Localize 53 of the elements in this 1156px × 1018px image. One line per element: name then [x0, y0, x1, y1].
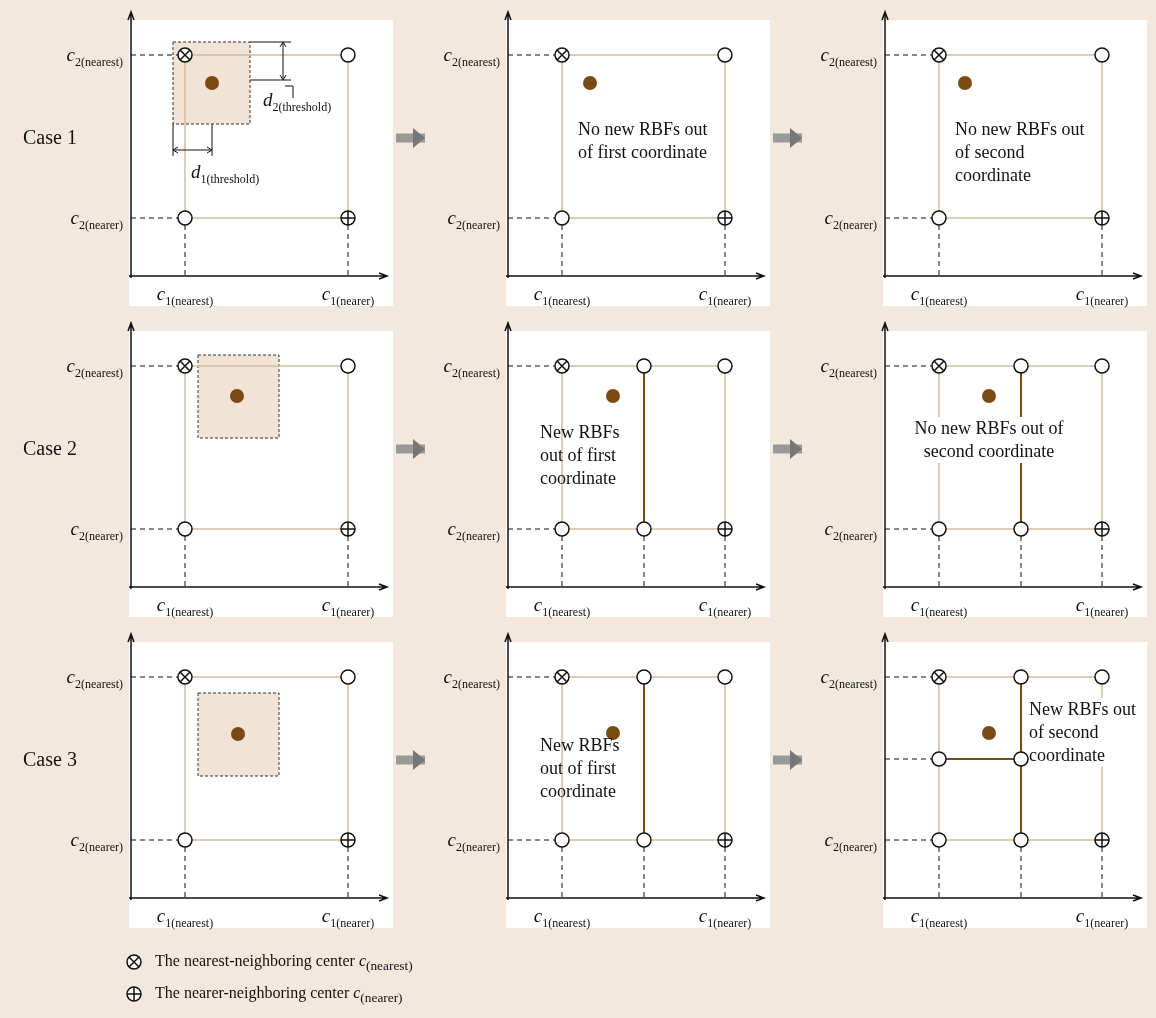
- arrow: [396, 439, 425, 459]
- axis-label: c$_{1(nearest)}$: [909, 906, 969, 932]
- axis-label: c$_{2(nearest)}$: [66, 356, 123, 382]
- axis-label: c$_{1(nearer)}$: [1074, 595, 1130, 621]
- axis-label: c$_{2(nearest)}$: [820, 356, 877, 382]
- arrow: [396, 128, 425, 148]
- case-label: Case 1: [23, 126, 77, 149]
- case-label: Case 2: [23, 437, 77, 460]
- axis-label: c$_{2(nearest)}$: [66, 667, 123, 693]
- axis-label: c$_{2(nearer)}$: [70, 519, 123, 545]
- axis-label: c$_{1(nearer)}$: [320, 906, 376, 932]
- legend-label: The nearer-neighboring center c$_{(nearer)}$: [155, 984, 403, 1007]
- axis-label: c$_{1(nearest)}$: [155, 284, 215, 310]
- annotation: New RBFs out of first coordinate: [540, 421, 621, 490]
- axis-label: c$_{2(nearer)}$: [70, 830, 123, 856]
- axis-label: c$_{1(nearer)}$: [1074, 906, 1130, 932]
- axis-label: c$_{1(nearer)}$: [320, 284, 376, 310]
- legend-label: The nearest-neighboring center c$_{(nearest)}$: [155, 952, 413, 975]
- annotation: No new RBFs out of first coordinate: [578, 118, 709, 164]
- axis-label: c$_{1(nearer)}$: [697, 284, 753, 310]
- axis-label: c$_{2(nearest)}$: [443, 356, 500, 382]
- arrow: [396, 750, 425, 770]
- axis-label: c$_{2(nearest)}$: [66, 45, 123, 71]
- axis-label: c$_{2(nearest)}$: [443, 667, 500, 693]
- case-label: Case 3: [23, 748, 77, 771]
- dimension-label: d$_{1(threshold)}$: [191, 162, 260, 188]
- axis-label: c$_{1(nearer)}$: [697, 595, 753, 621]
- axis-label: c$_{2(nearer)}$: [70, 208, 123, 234]
- axis-label: c$_{2(nearer)}$: [824, 208, 877, 234]
- axis-label: c$_{1(nearest)}$: [532, 284, 592, 310]
- annotation: No new RBFs out of second coordinate: [955, 118, 1086, 187]
- annotation: New RBFs out of first coordinate: [540, 734, 621, 803]
- axis-label: c$_{1(nearest)}$: [155, 906, 215, 932]
- axis-label: c$_{1(nearer)}$: [697, 906, 753, 932]
- axis-label: c$_{1(nearest)}$: [909, 284, 969, 310]
- axis-label: c$_{2(nearest)}$: [443, 45, 500, 71]
- axis-label: c$_{2(nearer)}$: [447, 519, 500, 545]
- dimension-label: d$_{2(threshold)}$: [263, 90, 332, 116]
- arrow: [773, 750, 802, 770]
- axis-label: c$_{1(nearest)}$: [155, 595, 215, 621]
- axis-label: c$_{2(nearer)}$: [447, 208, 500, 234]
- axis-label: c$_{1(nearer)}$: [1074, 284, 1130, 310]
- axis-label: c$_{2(nearest)}$: [820, 667, 877, 693]
- axis-label: c$_{2(nearer)}$: [824, 830, 877, 856]
- arrow: [773, 439, 802, 459]
- axis-label: c$_{2(nearer)}$: [824, 519, 877, 545]
- axis-label: c$_{2(nearest)}$: [820, 45, 877, 71]
- axis-label: c$_{1(nearest)}$: [909, 595, 969, 621]
- arrow: [773, 128, 802, 148]
- axis-label: c$_{2(nearer)}$: [447, 830, 500, 856]
- axis-label: c$_{1(nearest)}$: [532, 595, 592, 621]
- axis-label: c$_{1(nearest)}$: [532, 906, 592, 932]
- axis-label: c$_{1(nearer)}$: [320, 595, 376, 621]
